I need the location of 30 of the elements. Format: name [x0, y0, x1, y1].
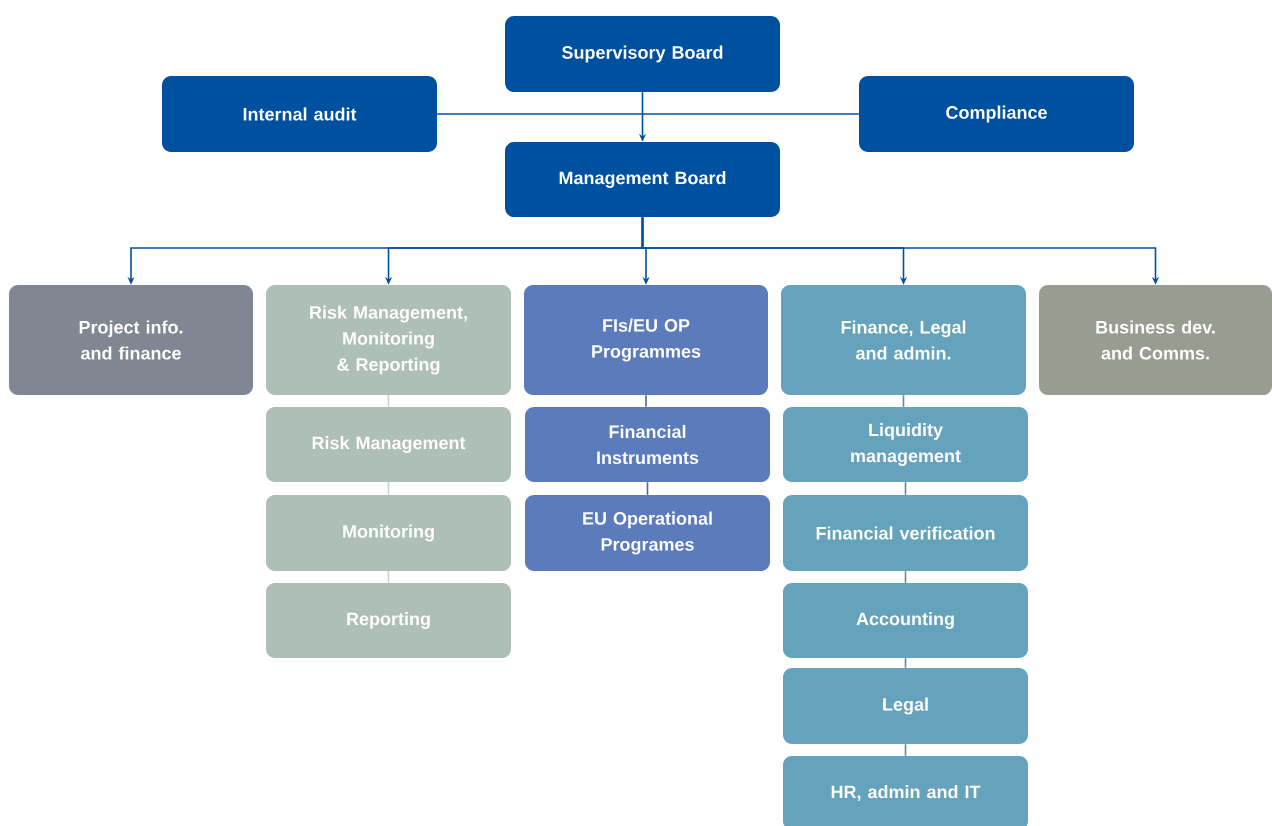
org-box: Reporting — [266, 583, 511, 658]
org-box: Management Board — [505, 142, 780, 217]
connector-line — [387, 570, 390, 584]
connector-line — [904, 481, 907, 496]
org-box: Compliance — [859, 76, 1134, 152]
connector-line — [904, 657, 907, 669]
org-box: Supervisory Board — [505, 16, 780, 92]
connector-line — [645, 394, 647, 408]
org-box: Financial Instruments — [525, 407, 770, 482]
org-box: HR, admin and IT — [783, 756, 1028, 826]
org-box: Project info. and finance — [9, 285, 253, 395]
connector-line — [904, 743, 907, 757]
org-box: Risk Management, Monitoring & Reporting — [266, 285, 511, 395]
connector-line — [387, 394, 390, 408]
connector-line — [904, 570, 907, 584]
org-box: Monitoring — [266, 495, 511, 571]
org-box: Legal — [783, 668, 1028, 744]
org-box: Internal audit — [162, 76, 437, 152]
org-box: Liquidity management — [783, 407, 1028, 482]
org-box: FIs/EU OP Programmes — [524, 285, 768, 395]
connector-line — [646, 481, 649, 496]
connector-line — [387, 481, 390, 496]
org-box: Accounting — [783, 583, 1028, 658]
org-box: Finance, Legal and admin. — [781, 285, 1026, 395]
connector-line — [902, 394, 905, 408]
org-box: Business dev. and Comms. — [1039, 285, 1272, 395]
org-box: Risk Management — [266, 407, 511, 482]
org-box: EU Operational Programes — [525, 495, 770, 571]
org-box: Financial verification — [783, 495, 1028, 571]
connector-line — [436, 113, 860, 115]
